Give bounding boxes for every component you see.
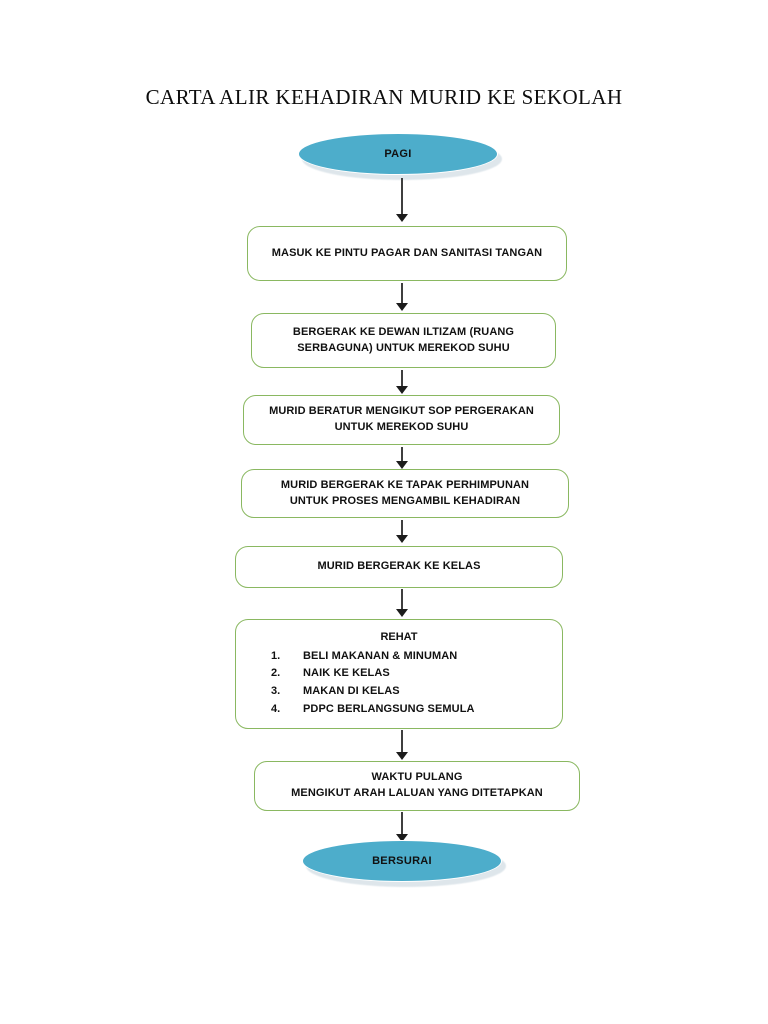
arrow-line xyxy=(401,589,403,611)
rehat-item-number: 1. xyxy=(271,649,281,662)
arrow-line xyxy=(401,447,403,463)
flow-node-start[interactable]: PAGI xyxy=(298,133,502,180)
rehat-list-item: 3. MAKAN DI KELAS xyxy=(246,683,552,701)
flow-node-step3[interactable]: MURID BERATUR MENGIKUT SOP PERGERAKAN UN… xyxy=(243,395,560,445)
connector-arrow-step7-end xyxy=(395,812,409,844)
flow-node-start-label: PAGI xyxy=(384,148,412,160)
arrow-line xyxy=(401,730,403,754)
connector-arrow-start-step1 xyxy=(395,178,409,224)
rehat-item-label: BELI MAKANAN & MINUMAN xyxy=(303,649,458,662)
arrow-line xyxy=(401,178,403,216)
arrow-line xyxy=(401,283,403,305)
arrow-line xyxy=(401,520,403,537)
arrow-head-icon xyxy=(396,461,408,469)
rehat-list: 1. BELI MAKANAN & MINUMAN 2. NAIK KE KEL… xyxy=(246,648,552,719)
arrow-head-icon xyxy=(396,752,408,760)
rehat-list-item: 2. NAIK KE KELAS xyxy=(246,665,552,683)
flow-node-step2[interactable]: BERGERAK KE DEWAN ILTIZAM (RUANG SERBAGU… xyxy=(251,313,556,368)
flow-node-step3-label: MURID BERATUR MENGIKUT SOP PERGERAKAN UN… xyxy=(269,405,534,433)
connector-arrow-rehat-step7 xyxy=(395,730,409,762)
flow-node-step4-label: MURID BERGERAK KE TAPAK PERHIMPUNAN UNTU… xyxy=(280,478,530,507)
rehat-item-label: PDPC BERLANGSUNG SEMULA xyxy=(303,703,475,716)
connector-arrow-step3-step4 xyxy=(395,447,409,471)
arrow-head-icon xyxy=(396,214,408,222)
connector-arrow-step1-step2 xyxy=(395,283,409,313)
flow-node-end[interactable]: BERSURAI xyxy=(302,840,506,887)
rehat-heading: REHAT xyxy=(380,631,418,644)
flow-node-step7[interactable]: WAKTU PULANG MENGIKUT ARAH LALUAN YANG D… xyxy=(254,761,580,811)
terminator-shape: PAGI xyxy=(298,133,498,175)
rehat-item-number: 2. xyxy=(271,667,281,680)
rehat-item-number: 4. xyxy=(271,703,281,716)
rehat-content: REHAT 1. BELI MAKANAN & MINUMAN 2. NAIK … xyxy=(246,629,552,719)
arrow-line xyxy=(401,370,403,388)
flow-node-step2-label: BERGERAK KE DEWAN ILTIZAM (RUANG SERBAGU… xyxy=(292,325,515,354)
rehat-item-label: NAIK KE KELAS xyxy=(303,667,390,680)
connector-arrow-step4-step5 xyxy=(395,520,409,545)
arrow-line xyxy=(401,812,403,836)
flow-node-step4[interactable]: MURID BERGERAK KE TAPAK PERHIMPUNAN UNTU… xyxy=(241,469,569,518)
rehat-list-item: 1. BELI MAKANAN & MINUMAN xyxy=(246,648,552,666)
terminator-shape: BERSURAI xyxy=(302,840,502,882)
arrow-head-icon xyxy=(396,535,408,543)
flow-node-end-label: BERSURAI xyxy=(372,855,432,867)
flow-node-step5-label: MURID BERGERAK KE KELAS xyxy=(317,560,481,573)
arrow-head-icon xyxy=(396,386,408,394)
rehat-item-number: 3. xyxy=(271,685,281,698)
flow-node-step5[interactable]: MURID BERGERAK KE KELAS xyxy=(235,546,563,588)
connector-arrow-step2-step3 xyxy=(395,370,409,396)
arrow-head-icon xyxy=(396,834,408,842)
arrow-head-icon xyxy=(396,303,408,311)
flow-node-rehat[interactable]: REHAT 1. BELI MAKANAN & MINUMAN 2. NAIK … xyxy=(235,619,563,729)
rehat-item-label: MAKAN DI KELAS xyxy=(303,685,400,698)
connector-arrow-step5-rehat xyxy=(395,589,409,619)
flow-node-step7-label: WAKTU PULANG MENGIKUT ARAH LALUAN YANG D… xyxy=(291,771,543,799)
flow-node-step1[interactable]: MASUK KE PINTU PAGAR DAN SANITASI TANGAN xyxy=(247,226,567,281)
arrow-head-icon xyxy=(396,609,408,617)
page-title: CARTA ALIR KEHADIRAN MURID KE SEKOLAH xyxy=(145,85,623,109)
rehat-list-item: 4. PDPC BERLANGSUNG SEMULA xyxy=(246,701,552,719)
flow-node-step1-label: MASUK KE PINTU PAGAR DAN SANITASI TANGAN xyxy=(271,246,543,259)
